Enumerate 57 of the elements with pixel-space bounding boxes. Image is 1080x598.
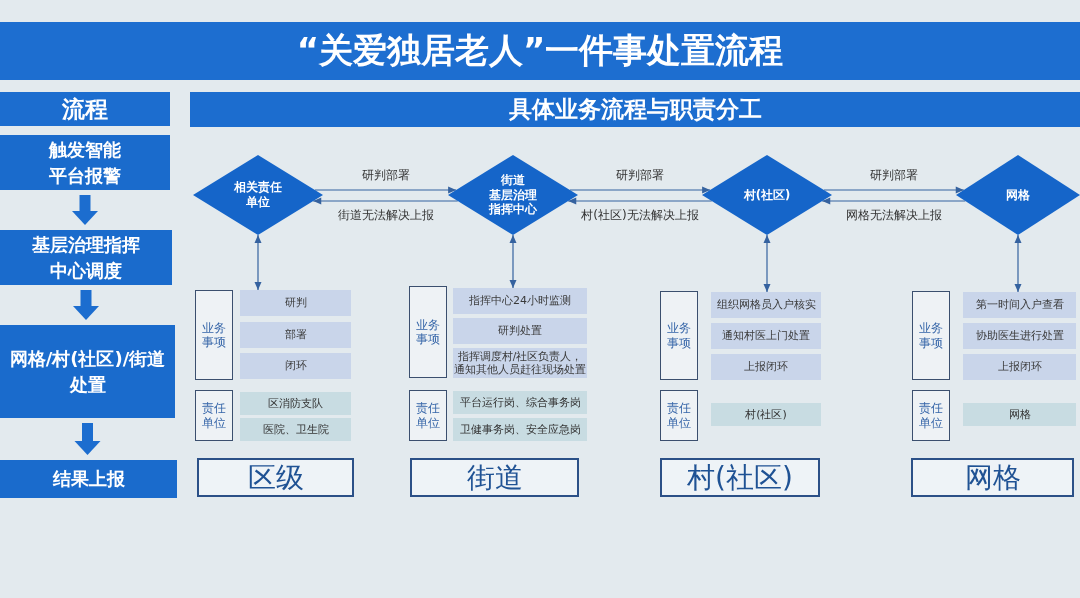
- header-bar: 流程: [0, 92, 170, 126]
- category-box: 责任单位: [409, 390, 447, 441]
- decision-diamond: 相关责任单位: [193, 155, 323, 235]
- level-box: 街道: [410, 458, 579, 497]
- category-box: 责任单位: [195, 390, 233, 441]
- step-box: 触发智能平台报警: [0, 135, 170, 190]
- category-box: 业务事项: [660, 291, 698, 380]
- category-box: 责任单位: [912, 390, 950, 441]
- step-box: 基层治理指挥中心调度: [0, 230, 172, 285]
- task-box: 指挥调度村/社区负责人，通知其他人员赶往现场处置: [453, 348, 587, 378]
- arrow: [312, 197, 459, 205]
- unit-box: 村(社区): [711, 403, 821, 426]
- arrow: [314, 186, 457, 194]
- unit-box: 卫健事务岗、安全应急岗: [453, 418, 587, 441]
- task-box: 部署: [240, 322, 351, 348]
- unit-box: 网格: [963, 403, 1076, 426]
- task-box: 闭环: [240, 353, 351, 379]
- task-box: 上报闭环: [711, 354, 821, 380]
- level-box: 村(社区): [660, 458, 820, 497]
- edge-label: 网格无法解决上报: [845, 207, 942, 224]
- task-box: 研判处置: [453, 318, 587, 344]
- edge-label: 研判部署: [616, 167, 664, 184]
- title-banner: “关爱独居老人”一件事处置流程: [0, 22, 1080, 80]
- edge-label: 研判部署: [869, 167, 918, 184]
- arrow: [821, 197, 966, 205]
- category-box: 责任单位: [660, 390, 698, 441]
- double-arrow: [763, 234, 771, 293]
- unit-box: 平台运行岗、综合事务岗: [453, 391, 587, 414]
- task-box: 协助医生进行处置: [963, 323, 1076, 349]
- edge-label: 研判部署: [361, 167, 410, 184]
- double-arrow: [254, 234, 262, 291]
- decision-diamond: 街道 基层治理指挥中心: [448, 155, 578, 235]
- arrow: [823, 186, 965, 194]
- header-bar: 具体业务流程与职责分工: [190, 92, 1080, 127]
- decision-diamond: 网格: [956, 155, 1080, 235]
- category-box: 业务事项: [912, 291, 950, 380]
- decision-diamond: 村(社区): [702, 155, 832, 235]
- step-box: 网格/村(社区)/街道处置: [0, 325, 175, 418]
- edge-label: 街道无法解决上报: [337, 207, 434, 224]
- task-box: 通知村医上门处置: [711, 323, 821, 349]
- double-arrow: [509, 234, 517, 289]
- arrow: [569, 186, 711, 194]
- unit-box: 医院、卫生院: [240, 418, 351, 441]
- task-box: 第一时间入户查看: [963, 292, 1076, 318]
- task-box: 指挥中心24小时监测: [453, 288, 587, 314]
- category-box: 业务事项: [409, 286, 447, 378]
- task-box: 研判: [240, 290, 351, 316]
- task-box: 组织网格员入户核实: [711, 292, 821, 318]
- task-box: 上报闭环: [963, 354, 1076, 380]
- level-box: 区级: [197, 458, 354, 497]
- level-box: 网格: [911, 458, 1074, 497]
- step-box: 结果上报: [0, 460, 177, 498]
- arrow: [567, 197, 713, 205]
- unit-box: 区消防支队: [240, 392, 351, 415]
- category-box: 业务事项: [195, 290, 233, 380]
- edge-label: 村(社区)无法解决上报: [581, 207, 699, 224]
- double-arrow: [1014, 234, 1022, 293]
